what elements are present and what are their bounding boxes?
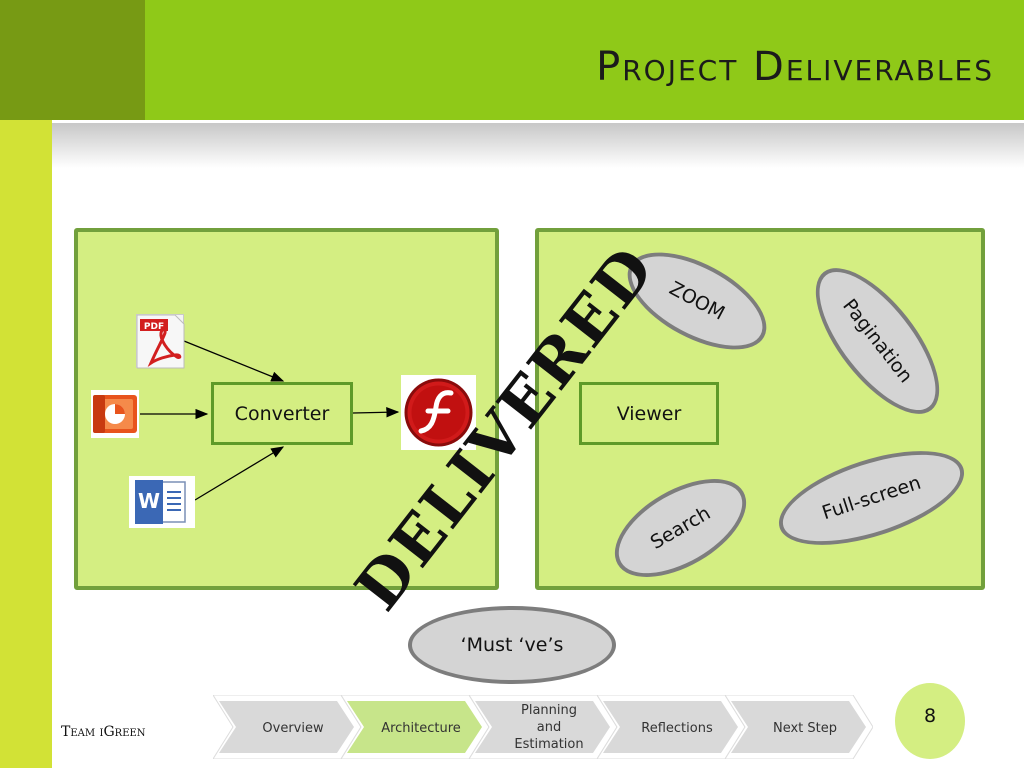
progress-nav: Overview Architecture Planning and Estim…	[213, 695, 885, 759]
flash-icon	[401, 375, 476, 450]
nav-step-label-line1: Planning	[521, 703, 577, 718]
slide-title: Project Deliverables	[596, 44, 994, 90]
converter-box: Converter	[211, 382, 353, 445]
nav-step-architecture[interactable]: Architecture	[341, 695, 489, 759]
header-accent-block	[0, 0, 145, 120]
word-arrow	[194, 446, 285, 501]
nav-step-planning[interactable]: Planning and Estimation	[469, 695, 617, 759]
nav-step-reflections[interactable]: Reflections	[597, 695, 745, 759]
word-icon: W	[129, 476, 195, 528]
viewer-box: Viewer	[579, 382, 719, 445]
page-number-badge: 8	[895, 683, 965, 759]
flash-arrow	[352, 407, 400, 418]
nav-step-label-line2: and	[537, 720, 561, 735]
nav-step-label-line3: Estimation	[514, 737, 583, 752]
left-accent-strip	[0, 120, 52, 768]
pdf-arrow	[183, 340, 285, 382]
footer-team-name: Team iGreen	[61, 724, 146, 740]
nav-step-overview[interactable]: Overview	[213, 695, 361, 759]
header-divider	[0, 120, 1024, 123]
header-bar	[145, 0, 1024, 120]
word-icon-text: W	[138, 489, 160, 513]
powerpoint-icon	[91, 390, 139, 438]
header-shadow	[52, 123, 1024, 168]
page-number: 8	[923, 705, 937, 727]
nav-step-label: Overview	[262, 721, 324, 736]
nav-step-label: Architecture	[381, 721, 461, 736]
nav-step-label: Reflections	[641, 721, 713, 736]
pdf-icon: PDF	[136, 314, 185, 369]
pdf-icon-text: PDF	[144, 322, 164, 332]
nav-step-label: Next Step	[773, 721, 837, 736]
must-haves-ellipse: ‘Must ‘ve’s	[408, 606, 616, 684]
nav-step-next-step[interactable]: Next Step	[725, 695, 873, 759]
